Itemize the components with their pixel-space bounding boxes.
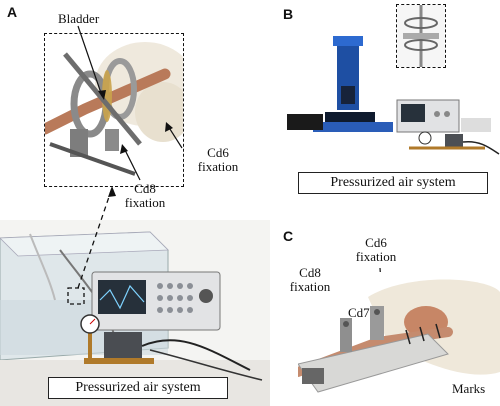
panel-a-caption: Pressurized air system — [48, 377, 228, 399]
panel-a-cd8-annotation: Cd8 fixation — [118, 182, 172, 210]
panel-b-setup-photo — [285, 30, 500, 160]
panel-c-cd8-line2: fixation — [289, 279, 331, 294]
panel-c-cd6-annotation: Cd6 fixation — [346, 236, 406, 264]
panel-a-label: A — [7, 4, 18, 20]
panel-c-cd8-line1: Cd8 — [299, 265, 321, 280]
panel-a-setup-photo — [0, 220, 270, 406]
panel-a-cd8-line1: Cd8 — [134, 181, 156, 196]
marks-annotation: Marks — [452, 381, 486, 396]
panel-b-zoom-photo — [397, 5, 445, 67]
panel-a-cd6-line1: Cd6 — [207, 145, 229, 160]
panel-b-caption: Pressurized air system — [298, 172, 488, 194]
panel-c-cd6-line2: fixation — [355, 249, 397, 264]
panel-a-cd6-annotation: Cd6 fixation — [188, 146, 248, 174]
panel-c-cd6-line1: Cd6 — [365, 235, 387, 250]
panel-b-label: B — [283, 6, 294, 22]
panel-b-zoom-frame — [396, 4, 446, 68]
panel-a-zoom-photo — [45, 34, 183, 186]
panel-a-cd8-line2: fixation — [124, 195, 166, 210]
panel-a-cd6-line2: fixation — [197, 159, 239, 174]
cd7-annotation: Cd7 — [348, 305, 370, 320]
panel-c-animal-photo — [298, 272, 500, 402]
panel-c-label: C — [283, 228, 294, 244]
bladder-annotation: Bladder — [58, 11, 100, 26]
panel-c-cd8-annotation: Cd8 fixation — [283, 266, 337, 294]
panel-a-zoom-frame — [44, 33, 184, 187]
